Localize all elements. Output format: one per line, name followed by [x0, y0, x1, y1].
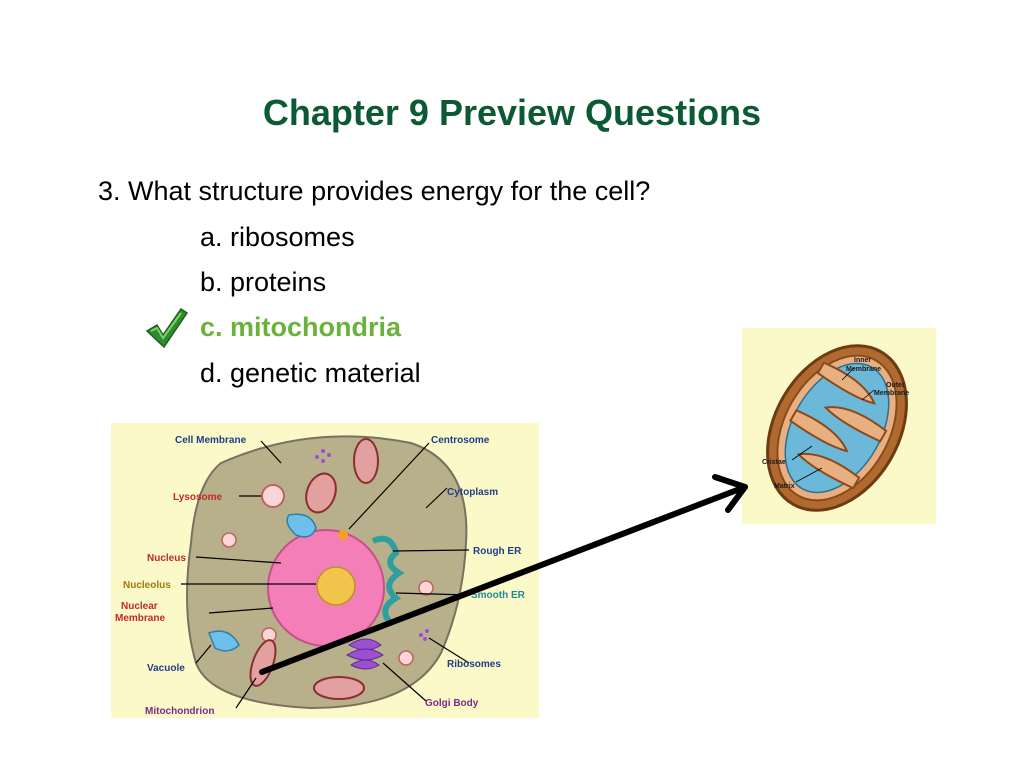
- label-mitochondrion: Mitochondrion: [145, 706, 214, 717]
- label-nuclear-membrane-2: Membrane: [115, 613, 165, 624]
- label-golgi-body: Golgi Body: [425, 698, 479, 709]
- option-a: a. ribosomes: [200, 222, 355, 252]
- mitochondrion-diagram: Inner Membrane Outer Membrane Cristae Ma…: [742, 328, 936, 524]
- label-cytoplasm: Cytoplasm: [447, 487, 498, 498]
- label-nucleolus: Nucleolus: [123, 580, 171, 591]
- slide-title: Chapter 9 Preview Questions: [262, 92, 762, 133]
- label-nuclear-membrane-1: Nuclear: [121, 601, 158, 612]
- option-b: b. proteins: [200, 267, 327, 297]
- mito-label-cristae: Cristae: [762, 459, 786, 466]
- label-cell-membrane: Cell Membrane: [175, 435, 247, 446]
- mito-label-inner-1: Inner: [854, 357, 871, 364]
- mito-label-outer-2: Membrane: [874, 390, 909, 397]
- question-text: 3. What structure provides energy for th…: [98, 176, 651, 206]
- option-c: c. mitochondria: [200, 312, 402, 342]
- animal-cell-diagram: Cell Membrane Lysosome Nucleus Nucleolus…: [111, 423, 539, 718]
- label-lysosome: Lysosome: [173, 492, 223, 503]
- label-vacuole: Vacuole: [147, 663, 185, 674]
- label-centrosome: Centrosome: [431, 435, 490, 446]
- label-smooth-er: Smooth ER: [471, 590, 526, 601]
- checkmark-icon: [145, 307, 189, 349]
- nucleolus-shape: [316, 566, 356, 606]
- label-nucleus: Nucleus: [147, 553, 186, 564]
- mito-label-inner-2: Membrane: [846, 366, 881, 373]
- option-d: d. genetic material: [200, 358, 421, 388]
- label-ribosomes: Ribosomes: [447, 659, 501, 670]
- mito-label-matrix: Matrix: [774, 483, 795, 490]
- mito-label-outer-1: Outer: [886, 382, 905, 389]
- label-rough-er: Rough ER: [473, 546, 522, 557]
